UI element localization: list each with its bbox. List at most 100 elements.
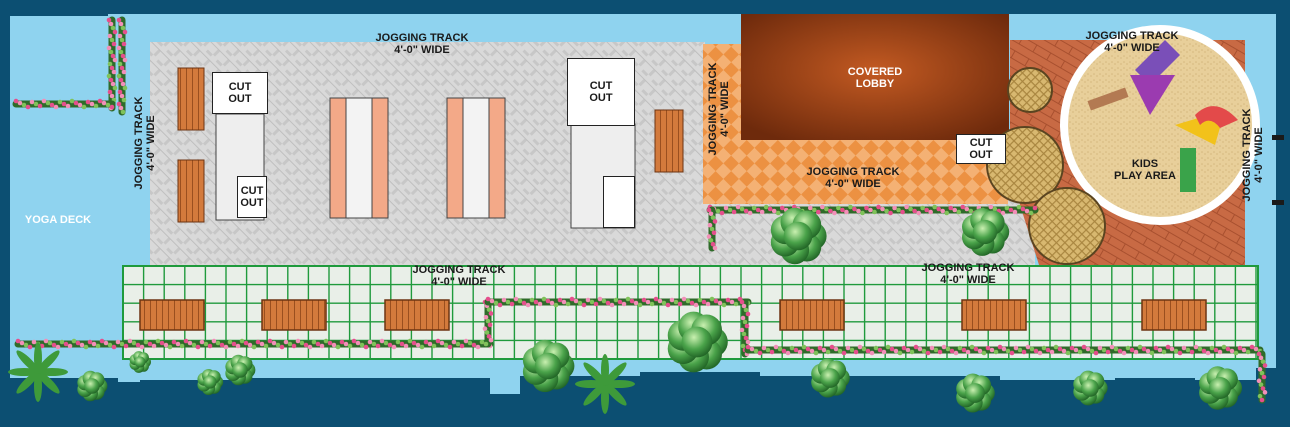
flower <box>779 205 785 211</box>
flower <box>808 205 813 211</box>
flower <box>1001 346 1007 352</box>
flower <box>921 348 927 354</box>
shrub-core <box>1209 377 1231 399</box>
flower <box>889 346 895 352</box>
flower <box>629 298 635 304</box>
flower <box>832 210 837 216</box>
flower <box>661 300 667 306</box>
flower <box>957 345 963 351</box>
flower <box>897 350 903 356</box>
flower <box>1149 350 1155 356</box>
flower <box>1262 390 1268 395</box>
benches <box>139 299 1207 331</box>
flower <box>1249 344 1255 350</box>
flower <box>689 300 695 306</box>
flower <box>1258 382 1264 387</box>
flower <box>45 100 51 106</box>
flower <box>789 345 795 351</box>
flower <box>948 205 954 211</box>
flower <box>295 338 301 344</box>
flower <box>725 297 731 303</box>
flower <box>267 338 273 344</box>
flower <box>657 298 663 304</box>
flower <box>1020 206 1026 212</box>
flower <box>753 348 759 354</box>
flower <box>769 349 775 355</box>
flower <box>1005 348 1011 354</box>
flower <box>541 296 547 302</box>
flower <box>497 302 503 308</box>
flower <box>107 89 113 95</box>
flower <box>118 105 124 111</box>
flower <box>933 347 939 353</box>
flower <box>117 61 123 67</box>
flower <box>471 342 477 348</box>
flower <box>116 45 122 51</box>
flower <box>824 206 829 212</box>
flower <box>315 341 321 347</box>
flower <box>545 298 551 304</box>
flower <box>1225 346 1231 352</box>
flower <box>1256 378 1262 384</box>
flower <box>1045 347 1051 353</box>
flower <box>1261 374 1267 380</box>
flower <box>589 299 595 305</box>
flower <box>852 206 857 212</box>
flower <box>1089 348 1095 354</box>
flower <box>109 65 115 71</box>
flower <box>89 101 95 107</box>
flower <box>488 337 494 343</box>
flower <box>485 296 491 302</box>
flower <box>1133 349 1139 355</box>
flower <box>841 350 847 356</box>
flower <box>1245 349 1251 355</box>
flower <box>411 340 417 346</box>
flower <box>483 314 489 320</box>
flower <box>1021 349 1027 355</box>
bench <box>654 109 684 173</box>
flower <box>120 109 126 115</box>
flower <box>1037 350 1043 356</box>
flower <box>757 350 763 356</box>
flower <box>391 344 397 350</box>
flower <box>375 343 381 349</box>
flower <box>1033 348 1039 354</box>
flower <box>1008 207 1014 213</box>
flower <box>143 339 149 345</box>
flower <box>961 347 967 353</box>
flower <box>87 339 93 345</box>
flower <box>25 104 31 110</box>
flower <box>111 69 117 75</box>
shrub-core <box>232 362 248 378</box>
flower <box>609 302 615 308</box>
flower <box>749 346 755 352</box>
flower <box>107 342 113 348</box>
flower <box>705 301 711 307</box>
flower <box>69 98 75 104</box>
flower <box>179 343 185 349</box>
shrub-core <box>820 368 840 388</box>
flower <box>549 300 555 306</box>
flower <box>1256 351 1262 357</box>
flower <box>51 342 57 348</box>
flower <box>1260 386 1266 391</box>
flower <box>111 41 117 47</box>
flower <box>1205 350 1211 356</box>
flower <box>745 311 751 317</box>
flower <box>53 104 59 110</box>
flower <box>91 341 97 347</box>
flower <box>1241 347 1247 353</box>
flower <box>255 339 261 345</box>
flower <box>387 342 393 348</box>
flower <box>59 339 65 345</box>
flower <box>120 53 126 59</box>
flower <box>529 297 535 303</box>
flower <box>112 85 118 91</box>
flower <box>107 61 113 67</box>
covered-lobby <box>741 14 1009 140</box>
slide-triangle <box>1130 75 1175 115</box>
cut-out-2: CUT OUT <box>237 176 267 218</box>
flower <box>19 340 25 346</box>
flower <box>1258 355 1264 361</box>
flower <box>13 98 19 104</box>
